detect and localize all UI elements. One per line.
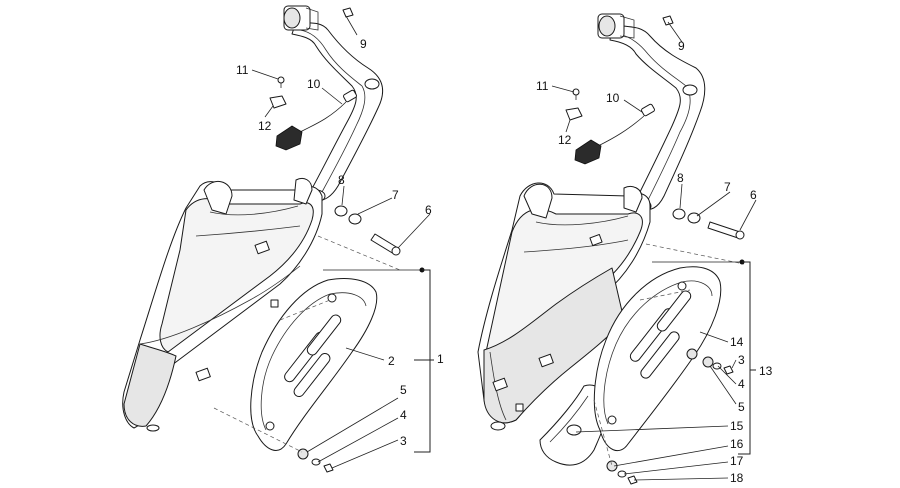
right-bush-16 [606, 460, 618, 472]
right-callout-8: 8 [677, 171, 684, 185]
right-callout-3: 3 [738, 353, 745, 367]
right-screw-3 [723, 365, 734, 375]
left-callout-2: 2 [388, 354, 395, 368]
right-callout-11: 11 [536, 79, 549, 93]
right-callout-18: 18 [730, 471, 744, 485]
right-heat-shield-14 [593, 266, 722, 452]
left-silencer-body [122, 177, 323, 432]
right-callout-4: 4 [738, 377, 745, 391]
right-lower-guard-15 [539, 384, 609, 466]
right-callout-13: 13 [759, 364, 773, 378]
left-callout-11: 11 [236, 63, 249, 77]
right-lambda-sensor-10 [574, 103, 655, 165]
right-bush-5 [702, 356, 714, 368]
left-callout-5: 5 [400, 383, 407, 397]
left-callout-3: 3 [400, 434, 407, 448]
left-callout-8: 8 [338, 173, 345, 187]
left-exhaust-pipe [283, 5, 384, 203]
left-callout-10: 10 [307, 77, 321, 91]
right-washer-8 [672, 208, 686, 220]
right-gasket-9 [662, 15, 674, 26]
right-callout-17: 17 [730, 454, 744, 468]
right-callout-9: 9 [678, 39, 685, 53]
right-clip-12 [565, 107, 583, 121]
right-callout-10: 10 [606, 91, 620, 105]
right-screw-11 [572, 88, 580, 100]
right-screw-18 [627, 475, 638, 485]
left-clip-12 [269, 95, 287, 109]
right-washer-7 [687, 212, 701, 224]
left-callout-1: 1 [437, 352, 444, 366]
left-lambda-sensor-10 [275, 89, 357, 151]
left-washer-8 [334, 205, 348, 217]
right-exhaust-assembly: 9 11 10 12 8 7 6 14 3 13 4 5 15 16 17 18 [477, 13, 773, 485]
right-callout-5: 5 [738, 400, 745, 414]
right-exhaust-pipe [597, 13, 706, 213]
right-callout-15: 15 [730, 419, 744, 433]
left-bush-5 [297, 448, 309, 460]
left-callout-6: 6 [425, 203, 432, 217]
right-callout-12: 12 [558, 133, 572, 147]
left-screw-3 [323, 463, 334, 473]
left-gasket-9 [342, 7, 354, 18]
left-washer-7 [348, 213, 362, 225]
left-callout-7: 7 [392, 188, 399, 202]
right-callout-6: 6 [750, 188, 757, 202]
right-silencer-body [477, 182, 651, 431]
right-callout-16: 16 [730, 437, 744, 451]
right-bolt-6 [707, 221, 741, 239]
left-exhaust-assembly: 9 11 10 12 8 7 6 2 1 5 4 3 [122, 5, 444, 473]
left-screw-11 [277, 76, 285, 88]
left-washer-4 [311, 458, 321, 466]
left-heat-shield-2 [250, 278, 378, 451]
right-callout-14: 14 [730, 335, 744, 349]
right-callout-7: 7 [724, 180, 731, 194]
left-callout-12: 12 [258, 119, 272, 133]
left-callout-9: 9 [360, 37, 367, 51]
left-callout-4: 4 [400, 408, 407, 422]
